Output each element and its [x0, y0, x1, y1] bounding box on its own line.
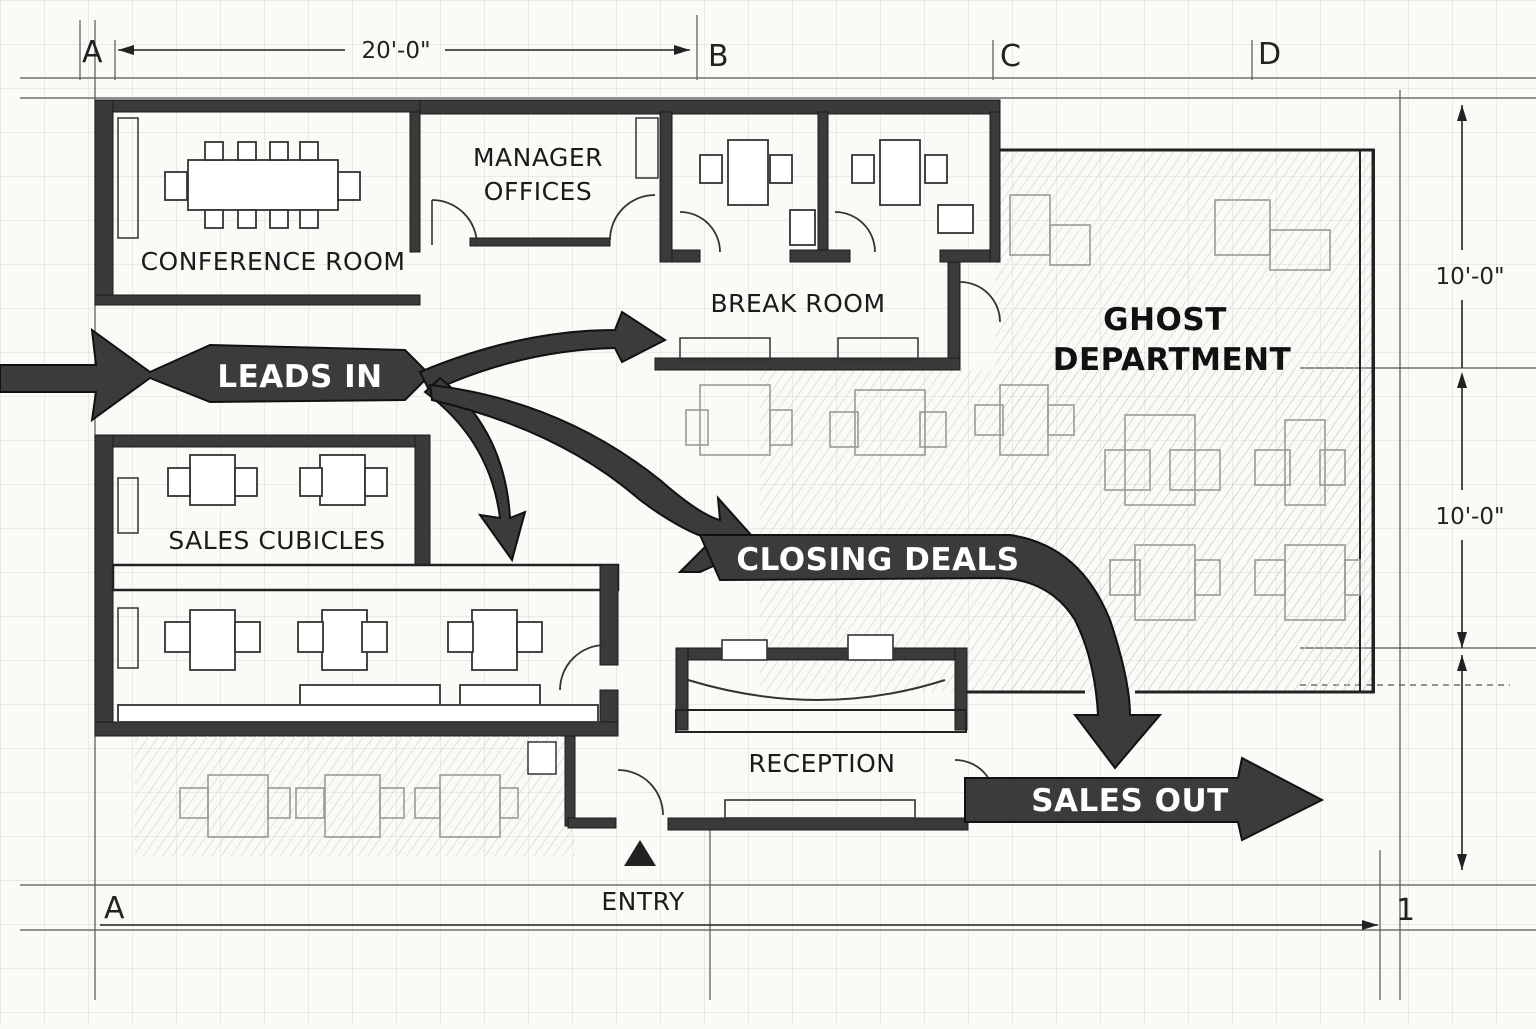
sales-out-arrow	[964, 756, 1325, 842]
grid-label-a: A	[82, 35, 103, 70]
reception: RECEPTION	[667, 634, 996, 831]
private-offices	[659, 111, 1001, 263]
ghost-department-label-line2: DEPARTMENT	[1053, 342, 1292, 378]
right-dimension-upper: 10'-0"	[1435, 264, 1504, 290]
grid-label-1: 1	[1396, 893, 1415, 928]
flow-arrows: LEADS IN CLOSING DEALS SALES OUT	[0, 310, 1325, 842]
grid-label-d: D	[1258, 37, 1281, 72]
closing-deals-label: CLOSING DEALS	[736, 542, 1019, 578]
grid-label-b: B	[708, 39, 729, 74]
sales-cubicles: SALES CUBICLES	[94, 434, 620, 737]
grid-label-a-bottom: A	[104, 891, 125, 926]
arrow-to-break-room	[418, 310, 667, 394]
conference-table	[164, 141, 361, 229]
reception-label: RECEPTION	[748, 749, 895, 778]
right-dimension-lower: 10'-0"	[1435, 504, 1504, 530]
ghost-department-label-line1: GHOST	[1103, 302, 1227, 338]
entry-marker: ENTRY	[601, 840, 685, 916]
closing-deals-band	[698, 534, 1163, 770]
break-room: BREAK ROOM	[654, 261, 1001, 371]
entry-triangle-icon	[624, 840, 656, 866]
sales-out-label: SALES OUT	[1031, 783, 1229, 819]
manager-offices-label-line2: OFFICES	[484, 177, 592, 206]
top-dimension: 20'-0"	[118, 38, 690, 64]
leads-in-arrow	[0, 327, 432, 423]
leads-in-label: LEADS IN	[217, 359, 382, 395]
sales-cubicles-label: SALES CUBICLES	[168, 526, 385, 555]
manager-offices: MANAGER OFFICES	[419, 99, 1001, 247]
manager-offices-label-line1: MANAGER	[473, 143, 603, 172]
construction-lines	[20, 15, 1536, 1000]
right-dimensions: 10'-0" 10'-0"	[1435, 105, 1505, 870]
top-dimension-label: 20'-0"	[361, 38, 430, 64]
grid-label-c: C	[1000, 39, 1021, 74]
ghost-desks	[685, 194, 1361, 621]
entry-label: ENTRY	[601, 887, 685, 916]
lower-left-shaded-zone	[135, 735, 664, 856]
conference-room-label: CONFERENCE ROOM	[141, 247, 406, 276]
bottom-dimension-line	[100, 920, 1378, 930]
break-room-label: BREAK ROOM	[710, 289, 885, 318]
conference-room: CONFERENCE ROOM	[94, 99, 421, 306]
